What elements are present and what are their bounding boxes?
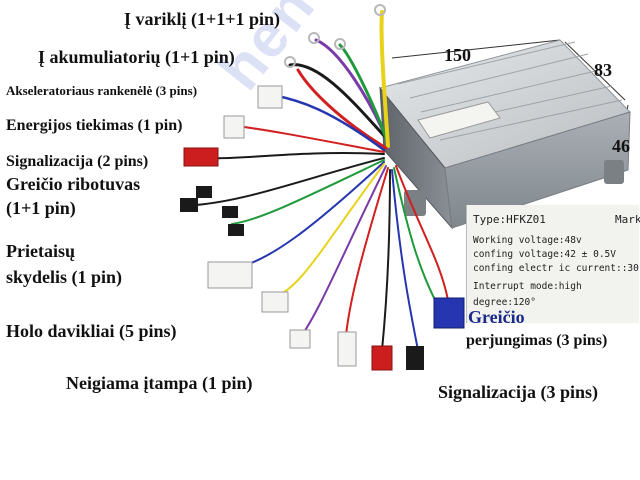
label-motor: Į variklį (1+1+1 pin)	[124, 9, 281, 29]
label-speed-switch-line2: perjungimas (3 pins)	[466, 332, 608, 349]
label-throttle: Akseleratoriaus rankenėlė (3 pins)	[6, 83, 198, 98]
dimension-length: 150	[444, 45, 471, 65]
nameplate-degree: degree:120°	[473, 297, 536, 308]
nameplate-interrupt: Interrupt mode:high	[473, 281, 582, 292]
label-power: Energijos tiekimas (1 pin)	[6, 117, 183, 134]
label-dashboard-line1: Prietaisų	[6, 241, 75, 261]
nameplate: Type:HFKZ01 Mark Working voltage:48v con…	[466, 205, 640, 323]
label-negative: Neigiama įtampa (1 pin)	[66, 373, 253, 393]
nameplate-config-voltage: confing voltage:42 ± 0.5V	[473, 249, 616, 260]
dimension-height: 46	[612, 136, 630, 156]
label-battery: Į akumuliatorių (1+1 pin)	[38, 47, 235, 67]
label-limiter-line1: Greičio ribotuvas	[6, 174, 141, 194]
label-limiter-line2: (1+1 pin)	[6, 198, 76, 218]
nameplate-working-voltage: Working voltage:48v	[473, 235, 582, 246]
label-dashboard-line2: skydelis (1 pin)	[6, 267, 123, 287]
label-hall: Holo davikliai (5 pins)	[6, 321, 177, 341]
ring-terminals	[284, 4, 386, 68]
label-alarm-left: Signalizacija (2 pins)	[6, 153, 149, 170]
nameplate-type: Type:HFKZ01	[473, 213, 546, 226]
label-alarm-right: Signalizacija (3 pins)	[438, 382, 599, 402]
dimension-width: 83	[594, 60, 612, 80]
controller-housing	[379, 39, 631, 230]
nameplate-config-current: confing electr ic current::30 ±1A	[473, 263, 640, 274]
connectors	[180, 85, 465, 371]
label-speed-switch-line1: Greičio	[468, 307, 525, 327]
nameplate-mark: Mark	[615, 213, 640, 226]
